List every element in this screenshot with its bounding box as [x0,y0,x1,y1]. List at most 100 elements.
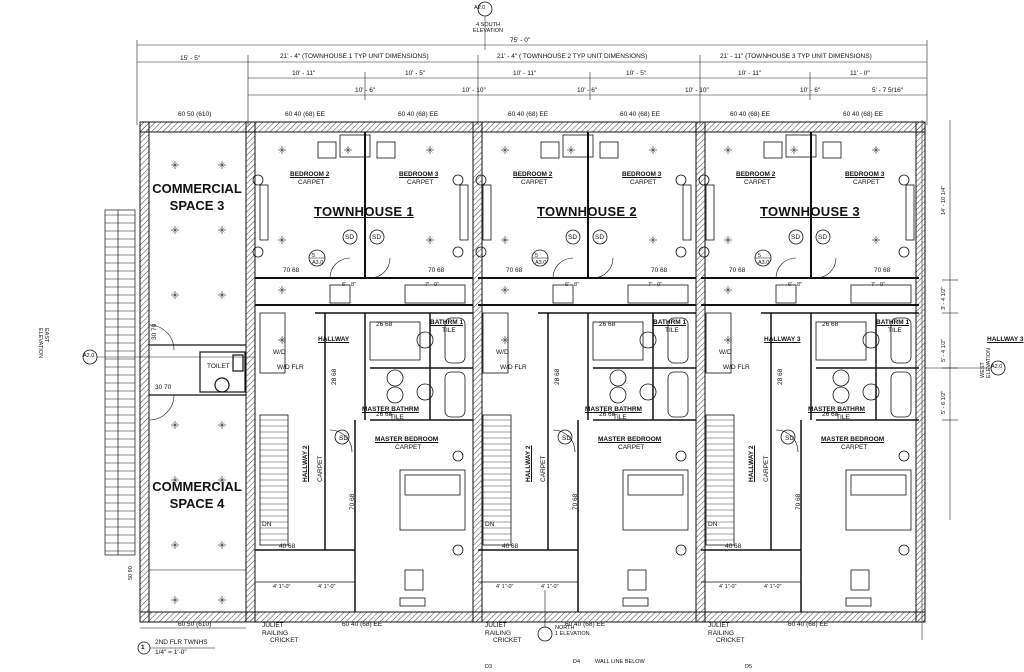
sd-1-u1: SD [345,234,355,241]
north-elevation-label: NORTH 1 ELEVATION [555,625,590,637]
wall-line-label: WALL LINE BELOW [595,659,645,665]
dim-u2-b: 10' - 5" [626,70,647,77]
fixture-star [872,236,880,244]
fixture-star [171,291,179,299]
bedroom2-label-u1: BEDROOM 2 [290,171,330,178]
door-2668-a-u1: 26 68 [376,321,393,328]
dim-u2-a: 10' - 11" [513,70,537,77]
window-bottom-u2: 60 40 (68) EE [565,621,606,628]
fixture-star [218,161,226,169]
fixture-star [278,336,286,344]
commercial-space-3: COMMERCIAL SPACE 3 [152,181,242,213]
title-marker [137,641,215,655]
dim-right-1: 14' - 10 1/4" [941,185,947,215]
title-scale: 1/4" = 1'-0" [155,649,187,656]
fixture-star [171,421,179,429]
door-dim-a-u2: 4' 1"-0" [496,584,514,590]
dim-u3-c: 11' - 0" [850,70,870,77]
dim-unit1: 21' - 4" (TOWNHOUSE 1 TYP UNIT DIMENSION… [280,53,429,60]
fixture-star [344,146,352,154]
door-7068-c-u2: 70 68 [572,493,579,510]
dim-u2-d: 10' - 6" [577,87,598,94]
mid-dim-1-u2: 6' - 8" [565,282,580,288]
fixture-star [171,226,179,234]
elevation-marker-east [82,349,98,365]
light-fixtures [171,146,880,604]
door-tag-3070-a: 30 70 [151,323,158,340]
window-tag-side: 50 90 [128,566,134,580]
fixture-star [872,146,880,154]
mid-dim-2-u1: 7' - 0" [425,282,440,288]
door-7068-c-u1: 70 68 [349,493,356,510]
door-dim-b-u1: 4' 1"-0" [318,584,336,590]
bedroom2-label-u2: BEDROOM 2 [513,171,553,178]
sd-2-u2: SD [595,234,605,241]
wd-label-u2: W/D [496,349,509,356]
door-dim-b-u3: 4' 1"-0" [764,584,782,590]
hallway-label-u1: HALLWAY [318,336,350,343]
bathrm1-label-u1: BATHRM 1 [430,319,464,326]
window-tag-u3b: 60 40 (68) EE [843,111,884,118]
townhouse-title-u2: TOWNHOUSE 2 [537,204,637,219]
master-bath-floor-u2: TILE [613,414,627,421]
fixture-star [426,236,434,244]
door-2668-a-u2: 26 68 [599,321,616,328]
door-7068-a-u2: 70 68 [506,267,523,274]
dim-u1-e: 10' - 10" [462,87,486,94]
fixture-star [790,146,798,154]
fixture-star [724,146,732,154]
door-7068-a-u3: 70 68 [729,267,746,274]
exterior-stair [104,209,136,556]
bedroom3-label-u2: BEDROOM 3 [622,171,662,178]
title-text: 2ND FLR TWNHS [155,639,208,646]
bedroom3-label-u3: BEDROOM 3 [845,171,885,178]
unit-3 [698,132,919,612]
window-tag-u3a: 60 40 (68) EE [730,111,771,118]
master-bath-label-u1: MASTER BATHRM [362,406,419,413]
door-2668-a-u3: 26 68 [822,321,839,328]
master-bed-floor-u2: CARPET [618,444,645,451]
commercial-space-4: COMMERCIAL SPACE 4 [152,479,242,511]
master-bath-floor-u1: TILE [390,414,404,421]
bedroom2-floor-u1: CARPET [298,179,325,186]
fixture-star [649,236,657,244]
dim-unit2: 21' - 4" ( TOWNHOUSE 2 TYP UNIT DIMENSIO… [497,53,648,60]
bedroom3-floor-u2: CARPET [630,179,657,186]
unit-2 [475,132,696,612]
cricket-label-u2: CRICKET [493,637,522,644]
door-7068-b-u2: 70 68 [651,267,668,274]
sd-3-u2: SD [562,435,572,442]
master-bath-label-u2: MASTER BATHRM [585,406,642,413]
door-2668-b-u3: 26 68 [822,411,839,418]
sd-2-u1: SD [372,234,382,241]
townhouse-units [252,132,919,612]
fixture-star [218,226,226,234]
door-dim-a-u3: 4' 1"-0" [719,584,737,590]
hallway2-label-u1: HALLWAY 2 [302,445,309,482]
door-dim-b-u2: 4' 1"-0" [541,584,559,590]
fixture-star [278,286,286,294]
fixture-star [218,476,226,484]
title-number: 1 [141,644,145,651]
bathrm1-floor-u3: TILE [888,327,902,334]
fixture-star [218,541,226,549]
section-ref-u1: 5 A3.0 [312,253,324,266]
dim-u3-d: 10' - 6" [800,87,821,94]
fixture-star [218,421,226,429]
toilet-label: TOILET [207,363,230,370]
bedroom3-floor-u1: CARPET [407,179,434,186]
fixture-star [218,291,226,299]
hallway2-floor-u1: CARPET [317,455,324,482]
window-bottom-u3: 60 40 (68) EE [788,621,829,628]
marker-d3: D3 [485,664,493,670]
master-bed-label-u2: MASTER BEDROOM [598,436,662,443]
dim-u1-d: 10' - 6" [355,87,376,94]
hallway2-floor-u2: CARPET [540,455,547,482]
fixture-star [171,161,179,169]
door-7068-c-u3: 70 68 [795,493,802,510]
cricket-label-u3: CRICKET [716,637,745,644]
east-elevation-label: EAST ELEVATION [37,328,50,359]
bedroom2-floor-u2: CARPET [521,179,548,186]
dim-left-bay: 15' - 5" [180,55,201,62]
